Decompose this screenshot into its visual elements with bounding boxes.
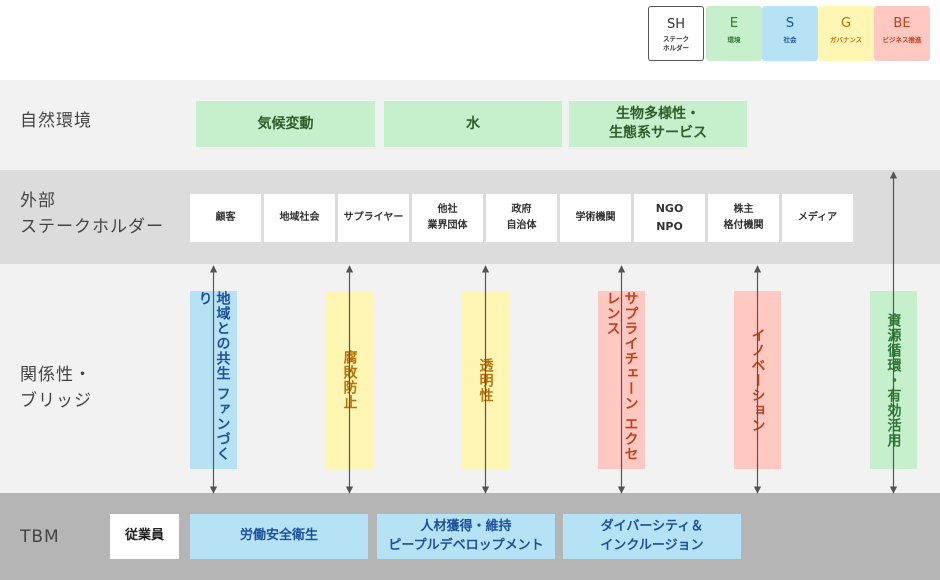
stakeholder-customers: 顧客 (190, 194, 261, 242)
stakeholder-suppliers: サプライヤー (338, 194, 409, 242)
stakeholder-other-companies: 他社 業界団体 (412, 194, 483, 242)
legend-s-desc: 社会 (783, 36, 797, 44)
stakeholder-shareholders: 株主 格付機関 (708, 194, 779, 242)
bridge-community-coexistence-label: 地域との共生 ファンづくり (196, 291, 231, 462)
bridge-resource-circulation: 資源循環・有効活用 (870, 291, 917, 469)
bridge-transparency: 透明性 (462, 291, 509, 469)
legend-sh-code: SH (666, 17, 686, 32)
legend-e: E 環境 (706, 6, 762, 61)
stakeholder-media: メディア (782, 194, 853, 242)
row-label-nature: 自然環境 (20, 111, 92, 131)
bridge-anti-corruption: 腐敗防止 (326, 291, 373, 469)
bridge-supply-chain-excellence: サプライチェーン エクセレンス (598, 291, 645, 469)
row-label-bridge: 関係性・ ブリッジ (20, 365, 92, 412)
legend-be-desc: ビジネス推進 (882, 36, 922, 44)
nature-item-biodiversity: 生物多様性・ 生態系サービス (569, 101, 747, 147)
nature-item-water: 水 (384, 101, 562, 147)
tbm-employees: 従業員 (110, 514, 179, 559)
legend-g: G ガバナンス (818, 6, 874, 61)
bridge-transparency-label: 透明性 (477, 357, 494, 403)
bridge-supply-chain-excellence-label: サプライチェーン エクセレンス (604, 291, 639, 462)
tbm-occupational-safety: 労働安全衛生 (190, 514, 368, 559)
legend-sh-desc: ステーク ホルダー (663, 35, 689, 52)
row-label-external: 外部 ステークホルダー (20, 191, 164, 238)
legend-be: BE ビジネス推進 (874, 6, 930, 61)
stakeholder-local-community: 地域社会 (264, 194, 335, 242)
legend-sh: SH ステーク ホルダー (648, 6, 704, 61)
legend-s: S 社会 (762, 6, 818, 61)
tbm-talent-acquisition: 人材獲得・維持 ピープルデベロップメント (377, 514, 555, 559)
legend-g-code: G (840, 16, 852, 31)
legend-s-code: S (785, 16, 795, 31)
row-label-tbm: TBM (20, 527, 60, 547)
stakeholder-academia: 学術機関 (560, 194, 631, 242)
stakeholder-government: 政府 自治体 (486, 194, 557, 242)
bridge-innovation: イノベーション (734, 291, 781, 469)
bridge-innovation-label: イノベーション (749, 327, 766, 433)
tbm-diversity-inclusion: ダイバーシティ＆ インクルージョン (563, 514, 741, 559)
legend-be-code: BE (893, 16, 911, 31)
bridge-resource-circulation-label: 資源循環・有効活用 (885, 312, 902, 448)
nature-item-climate-change: 気候変動 (196, 101, 375, 147)
legend-g-desc: ガバナンス (829, 36, 863, 44)
legend-e-code: E (729, 16, 739, 31)
bridge-anti-corruption-label: 腐敗防止 (341, 350, 358, 410)
legend-e-desc: 環境 (727, 36, 741, 44)
bridge-community-coexistence: 地域との共生 ファンづくり (190, 291, 237, 469)
stakeholder-ngo-npo: NGO NPO (634, 194, 705, 242)
